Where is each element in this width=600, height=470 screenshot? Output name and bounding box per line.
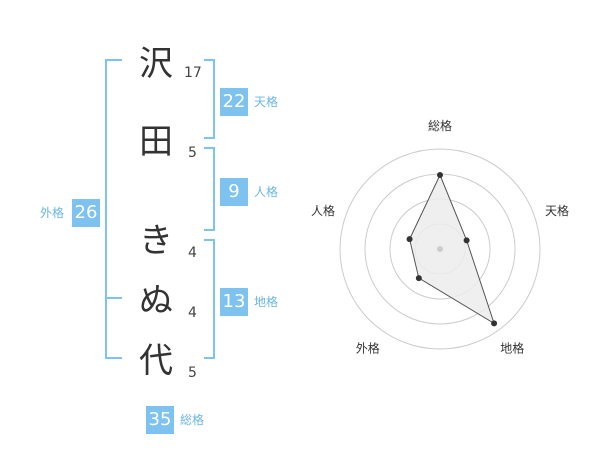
gaikaku-label: 外格 <box>40 206 65 220</box>
soukaku-label: 総格 <box>180 413 205 427</box>
name-char-2: 田 <box>139 122 173 162</box>
name-char-3: き <box>139 221 173 261</box>
radar-shape <box>409 173 495 325</box>
radar-point <box>406 236 413 243</box>
tenkaku-label: 天格 <box>254 95 279 109</box>
tenkaku-score: 22 <box>220 88 248 116</box>
stroke-count-3: 4 <box>188 245 197 261</box>
bracket-lines <box>105 59 215 359</box>
gaikaku-score: 26 <box>72 199 100 227</box>
radar-axis-label: 地格 <box>500 341 524 356</box>
chikaku-bracket <box>204 239 215 359</box>
radar-axis-label: 天格 <box>545 203 569 218</box>
tenkaku-bracket <box>204 59 215 139</box>
stroke-count-2: 5 <box>188 145 197 161</box>
jinkaku-score: 9 <box>220 178 248 206</box>
radar-points <box>406 172 498 327</box>
radar-point <box>491 320 498 327</box>
chikaku-label: 地格 <box>254 295 279 309</box>
radar-point <box>463 237 470 244</box>
chikaku-score: 13 <box>220 288 248 316</box>
stroke-count-4: 4 <box>188 305 197 321</box>
outer-bracket <box>105 59 122 359</box>
radar-point <box>415 275 422 282</box>
stroke-count-1: 17 <box>184 65 202 81</box>
name-char-4: ぬ <box>139 281 173 321</box>
radar-axis-label: 外格 <box>356 341 380 356</box>
soukaku-score: 35 <box>146 406 174 434</box>
name-char-1: 沢 <box>139 44 173 84</box>
name-char-5: 代 <box>139 341 173 381</box>
stroke-count-5: 5 <box>188 365 197 381</box>
radar-point <box>437 172 443 178</box>
radar-axis-label: 人格 <box>311 203 335 218</box>
radar-ring <box>339 148 541 350</box>
radar-axis-label: 総格 <box>428 118 452 133</box>
jinkaku-bracket <box>204 147 215 231</box>
radar-center <box>437 246 443 252</box>
jinkaku-label: 人格 <box>254 185 279 199</box>
